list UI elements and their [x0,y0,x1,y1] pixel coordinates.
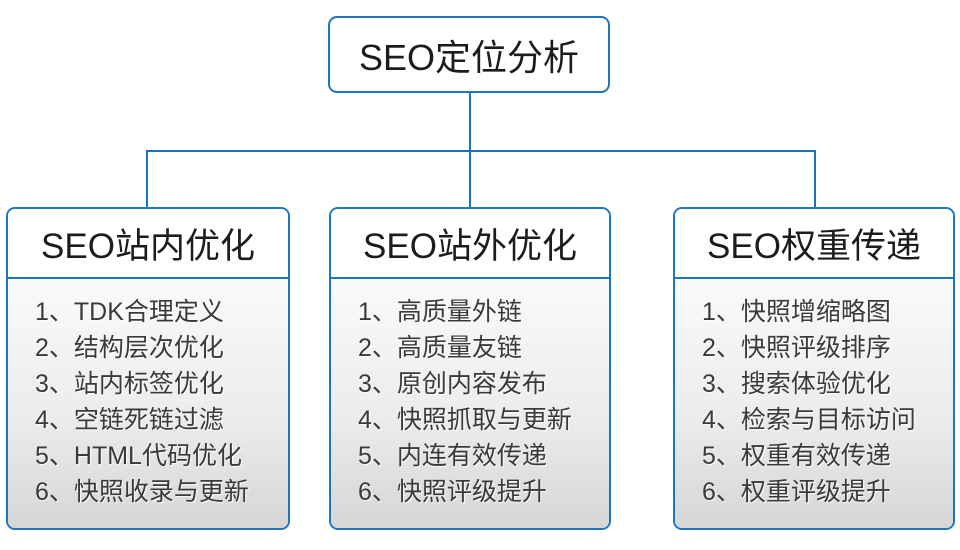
list-item: 3、站内标签优化 [35,370,224,398]
list-item: 2、快照评级排序 [702,334,891,362]
list-item: 3、搜索体验优化 [702,370,891,398]
branch-onsite-list: 1、TDK合理定义 2、结构层次优化 3、站内标签优化 4、空链死链过滤 5、H… [8,279,288,528]
list-item: 5、HTML代码优化 [35,442,242,470]
branch-weight-transfer: SEO权重传递 1、快照增缩略图 2、快照评级排序 3、搜索体验优化 4、检索与… [673,207,955,530]
branch-weight-title: SEO权重传递 [675,209,953,279]
connector-horizontal-bus [146,150,816,152]
list-item: 1、快照增缩略图 [702,298,891,326]
list-item: 6、快照评级提升 [358,478,547,506]
list-item: 5、权重有效传递 [702,442,891,470]
branch-offsite-title-label: SEO站外优化 [363,226,577,266]
list-item: 2、结构层次优化 [35,334,224,362]
list-item: 4、空链死链过滤 [35,406,224,434]
branch-weight-list: 1、快照增缩略图 2、快照评级排序 3、搜索体验优化 4、检索与目标访问 5、权… [675,279,953,528]
branch-offsite-optimization: SEO站外优化 1、高质量外链 2、高质量友链 3、原创内容发布 4、快照抓取与… [329,207,611,530]
branch-offsite-title: SEO站外优化 [331,209,609,279]
list-item: 3、原创内容发布 [358,370,547,398]
list-item: 1、高质量外链 [358,298,522,326]
connector-root-stem [469,93,471,152]
list-item: 1、TDK合理定义 [35,298,224,326]
root-node-label: SEO定位分析 [358,36,580,78]
branch-onsite-title: SEO站内优化 [8,209,288,279]
connector-left-drop [146,150,148,207]
branch-onsite-optimization: SEO站内优化 1、TDK合理定义 2、结构层次优化 3、站内标签优化 4、空链… [6,207,290,530]
connector-right-drop [814,150,816,207]
branch-weight-title-label: SEO权重传递 [707,226,921,266]
branch-onsite-title-label: SEO站内优化 [41,226,255,266]
branch-offsite-list: 1、高质量外链 2、高质量友链 3、原创内容发布 4、快照抓取与更新 5、内连有… [331,279,609,528]
list-item: 2、高质量友链 [358,334,522,362]
list-item: 4、快照抓取与更新 [358,406,572,434]
list-item: 4、检索与目标访问 [702,406,916,434]
connector-middle-drop [469,150,471,207]
list-item: 5、内连有效传递 [358,442,547,470]
list-item: 6、快照收录与更新 [35,478,249,506]
root-node: SEO定位分析 [328,16,610,93]
list-item: 6、权重评级提升 [702,478,891,506]
